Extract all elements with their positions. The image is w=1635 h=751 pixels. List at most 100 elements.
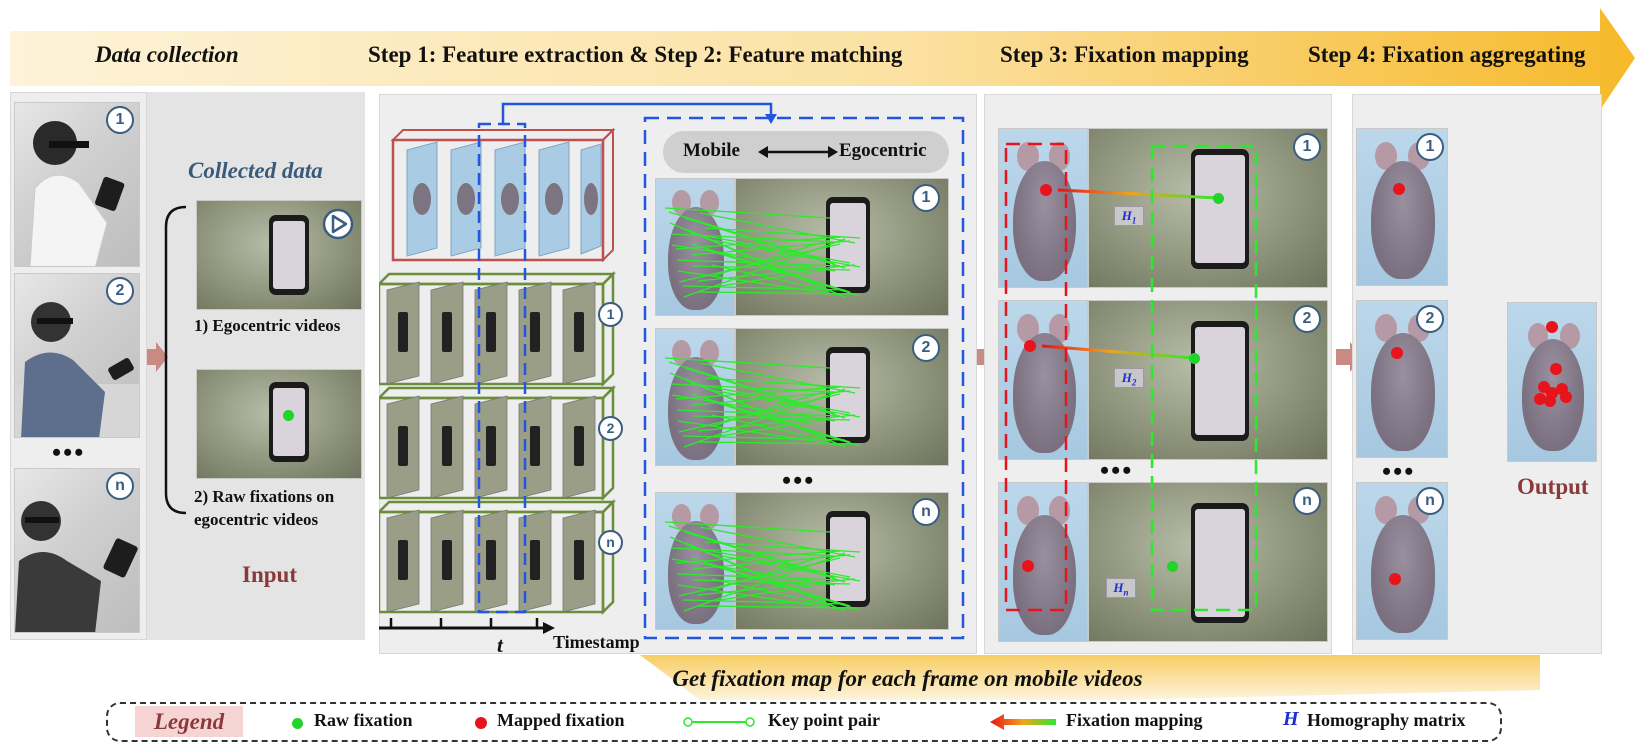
- legend-raw-fixation-icon: [292, 718, 303, 729]
- output-fixation-map: [1507, 302, 1597, 462]
- phone-icon: [1191, 321, 1249, 441]
- legend-raw-fixation: Raw fixation: [314, 710, 413, 730]
- mapping-badge-1: 1: [1293, 133, 1321, 161]
- step-4-label: Step 4: Fixation aggregating: [1308, 42, 1586, 67]
- play-icon[interactable]: [321, 207, 355, 241]
- legend-box: [106, 702, 1502, 742]
- step-data-collection: Data collection: [95, 42, 239, 67]
- matching-box: [643, 116, 965, 640]
- egocentric-frame-image: [1088, 300, 1328, 460]
- egocentric-column-box: [1150, 144, 1258, 612]
- aggregation-badge-n: n: [1416, 487, 1444, 515]
- participant-badge-2: 2: [106, 277, 134, 305]
- legend-key-point-pair-icon: [683, 717, 755, 727]
- mapping-dash-boxes: [1004, 142, 1258, 612]
- homography-symbol: H: [1121, 370, 1132, 385]
- raw-fixation-dot: [1213, 193, 1224, 204]
- stack-badge-n: n: [598, 530, 623, 555]
- homography-symbol: H: [1113, 580, 1124, 595]
- mapped-fixation-dot: [1389, 573, 1401, 585]
- legend-homography-symbol: H: [1283, 708, 1299, 730]
- header-banner-arrow: [10, 8, 1635, 110]
- aggregation-badge-1: 1: [1416, 133, 1444, 161]
- bottom-caption: Get fixation map for each frame on mobil…: [672, 666, 1143, 691]
- matching-badge-2: 2: [912, 334, 940, 362]
- legend-title: Legend: [135, 706, 243, 737]
- egocentric-label: Egocentric: [839, 140, 927, 161]
- homography-subscript: 2: [1131, 377, 1137, 388]
- person-icon: [29, 121, 125, 266]
- mobile-column-box: [1004, 142, 1068, 612]
- legend-fixation-mapping: Fixation mapping: [1066, 710, 1203, 730]
- arrow-to-input: [140, 342, 168, 372]
- raw-fixation-dot: [283, 410, 294, 421]
- legend-fixation-mapping-arrow: [990, 714, 1056, 730]
- feature-extraction-svg: [379, 102, 965, 640]
- raw-fixation-dot: [1167, 561, 1178, 572]
- homography-symbol: H: [1121, 208, 1132, 223]
- aggregation-ellipsis: •••: [1382, 457, 1416, 486]
- key-point-lines: [664, 207, 861, 298]
- legend-mapped-fixation-icon: [475, 717, 487, 729]
- mapped-fixation-dot: [1393, 183, 1405, 195]
- phone-icon: [1191, 149, 1249, 269]
- stack-badge-2: 2: [598, 416, 623, 441]
- mapped-fixation-dot: [1024, 340, 1036, 352]
- phone-icon: [269, 215, 309, 295]
- legend-homography-matrix: Homography matrix: [1307, 710, 1466, 730]
- legend-key-point-pair: Key point pair: [768, 710, 881, 730]
- egocentric-frame-image: [1088, 482, 1328, 642]
- egocentric-videos-caption: 1) Egocentric videos: [194, 316, 341, 335]
- participant-badge-n: n: [106, 472, 134, 500]
- mapping-badge-n: n: [1293, 487, 1321, 515]
- homography-subscript: 1: [1131, 215, 1137, 226]
- raw-fixations-thumbnail: [196, 369, 362, 479]
- matching-ellipsis: •••: [782, 466, 816, 495]
- aggregation-badge-2: 2: [1416, 305, 1444, 333]
- key-point-lines: [664, 357, 861, 448]
- egocentric-phones: [398, 312, 584, 580]
- mobile-frame-stack: [390, 127, 616, 263]
- person-icon: [15, 302, 139, 437]
- mapping-badge-2: 2: [1293, 305, 1321, 333]
- participant-badge-1: 1: [106, 106, 134, 134]
- mapping-ellipsis: •••: [1100, 456, 1134, 485]
- key-point-lines: [664, 521, 861, 612]
- phone-icon: [269, 382, 309, 462]
- egocentric-stack-2: [379, 384, 617, 502]
- mapped-fixation-dot: [1391, 347, 1403, 359]
- chinchilla-image: [998, 482, 1088, 642]
- homography-label: Hn: [1106, 578, 1136, 598]
- matching-badge-n: n: [912, 498, 940, 526]
- timestamp-label: Timestamp: [553, 632, 640, 652]
- step-1-2-label: Step 1: Feature extraction & Step 2: Fea…: [368, 42, 903, 67]
- participant-photo-2: [14, 273, 140, 438]
- raw-fixation-dot: [1189, 353, 1200, 364]
- collected-data-title: Collected data: [188, 158, 323, 183]
- bottom-band: [640, 655, 1540, 700]
- mobile-label: Mobile: [683, 140, 740, 161]
- matching-badge-1: 1: [912, 184, 940, 212]
- participant-ellipsis: •••: [52, 438, 86, 467]
- output-label: Output: [1517, 474, 1589, 499]
- raw-fixations-caption-line1: 2) Raw fixations on: [194, 487, 335, 506]
- homography-subscript: n: [1123, 587, 1129, 598]
- phone-icon: [1191, 503, 1249, 623]
- homography-label: H1: [1114, 206, 1144, 226]
- egocentric-stack-n: [379, 498, 617, 616]
- egocentric-stack-1: [379, 270, 617, 388]
- step-3-label: Step 3: Fixation mapping: [1000, 42, 1249, 67]
- raw-fixations-caption-line2: egocentric videos: [194, 510, 319, 529]
- double-arrow-icon: [758, 146, 838, 158]
- person-icon: [15, 501, 138, 632]
- mobile-egocentric-pill: Mobile Egocentric: [663, 131, 949, 173]
- timestamp-t: t: [497, 633, 503, 657]
- stack-badge-1: 1: [598, 302, 623, 327]
- homography-label: H2: [1114, 368, 1144, 388]
- mapped-fixation-dot: [1022, 560, 1034, 572]
- mapped-fixation-dot: [1040, 184, 1052, 196]
